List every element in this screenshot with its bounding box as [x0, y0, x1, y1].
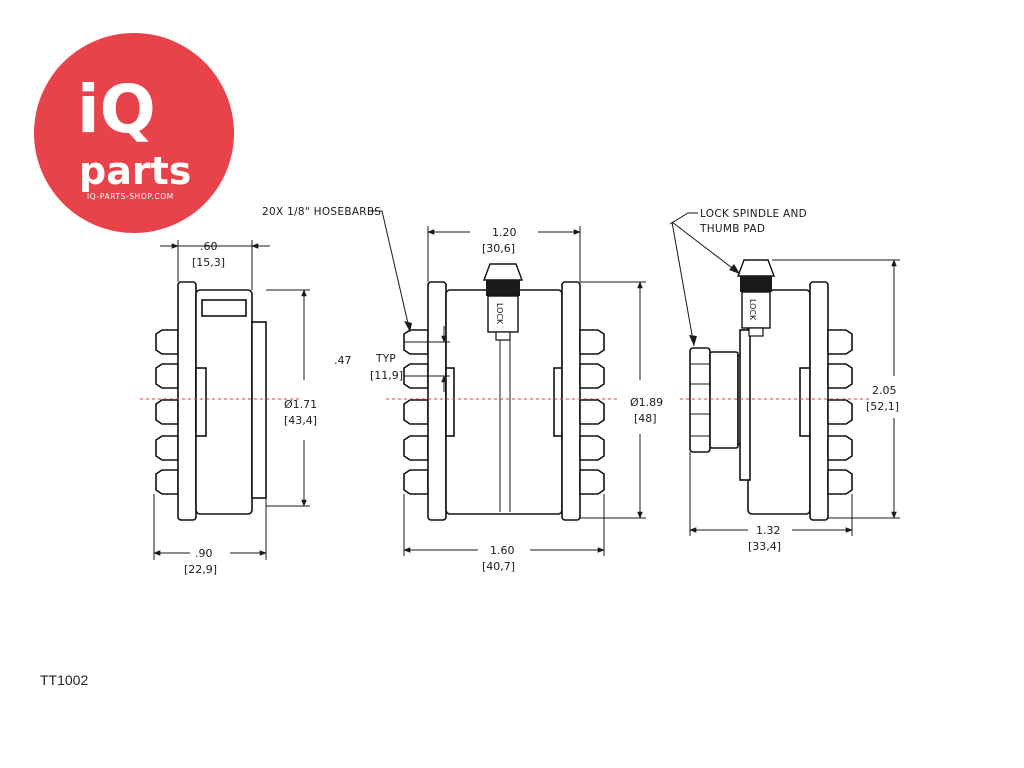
callout-lock-line2: THUMB PAD: [699, 223, 765, 235]
part-number-label: TT1002: [40, 672, 89, 688]
right-lock-spindle-icon: LOCK: [736, 259, 776, 337]
middle-view: LOCK 1.20 [30,6] 20X 1/8" HOSEBARBS .47 …: [262, 206, 663, 573]
callout-lock-leader-a: [669, 212, 698, 225]
left-body-band: [201, 299, 247, 317]
right-view: LOCK LOCK SPINDLE AND THUMB PAD 2.05 [52…: [669, 208, 900, 553]
callout-lock-leader-b: [671, 221, 695, 347]
middle-left-flange: [427, 281, 447, 521]
left-flange: [177, 281, 197, 521]
dim-right-bot-mm: [33,4]: [748, 540, 781, 553]
dim-mid-bot-mm: [40,7]: [482, 560, 515, 573]
dim-mid-top-mm: [30,6]: [482, 242, 515, 255]
dim-barb-pitch-in: .47: [334, 354, 352, 367]
right-body-collar: [739, 329, 751, 481]
dim-left-bot-mm: [22,9]: [184, 563, 217, 576]
iq-parts-logo: iQ parts IQ-PARTS-SHOP.COM: [34, 33, 234, 233]
dim-mid-dia-in: Ø1.89: [630, 396, 663, 409]
left-view: .60 [15,3] Ø1.71 [43,4] .90 [22,9]: [140, 240, 317, 576]
left-hosebarbs: [155, 329, 179, 495]
callout-lock-leader-c: [671, 221, 741, 275]
middle-right-flange: [561, 281, 581, 521]
logo-iq-text: iQ: [77, 71, 156, 148]
right-body-tab: [799, 367, 811, 437]
dim-left-bot-in: .90: [195, 547, 213, 560]
dim-left-top-in: .60: [200, 240, 218, 253]
middle-left-tab: [445, 367, 455, 437]
middle-right-hosebarbs: [579, 329, 605, 495]
dim-left-top-mm: [15,3]: [192, 256, 225, 269]
logo-circle: [34, 33, 234, 233]
dim-barb-pitch-mm: [11,9]: [370, 369, 403, 382]
right-flange: [809, 281, 829, 521]
dim-right-bot-in: 1.32: [756, 524, 781, 537]
logo-parts-text: parts: [79, 149, 191, 193]
middle-left-hosebarbs: [403, 329, 429, 495]
left-nose: [251, 321, 267, 499]
callout-lock-line1: LOCK SPINDLE AND: [700, 208, 807, 220]
dim-left-dia-in: Ø1.71: [284, 398, 317, 411]
middle-right-tab: [553, 367, 563, 437]
left-body-tab: [195, 367, 207, 437]
dim-mid-bot-in: 1.60: [490, 544, 515, 557]
dim-right-h-in: 2.05: [872, 384, 897, 397]
dim-left-dia-mm: [43,4]: [284, 414, 317, 427]
right-hosebarbs: [827, 329, 853, 495]
svg-text:LOCK: LOCK: [748, 299, 757, 321]
dim-mid-top-in: 1.20: [492, 226, 517, 239]
callout-hosebarbs: 20X 1/8" HOSEBARBS: [262, 206, 381, 218]
middle-lock-spindle-icon: LOCK: [482, 263, 524, 341]
callout-hosebarbs-leader: [372, 210, 411, 333]
svg-text:LOCK: LOCK: [495, 303, 504, 325]
dim-mid-dia-mm: [48]: [634, 412, 657, 425]
logo-url-text: IQ-PARTS-SHOP.COM: [87, 192, 174, 201]
callout-typ: TYP: [375, 353, 396, 365]
dim-right-h-mm: [52,1]: [866, 400, 899, 413]
